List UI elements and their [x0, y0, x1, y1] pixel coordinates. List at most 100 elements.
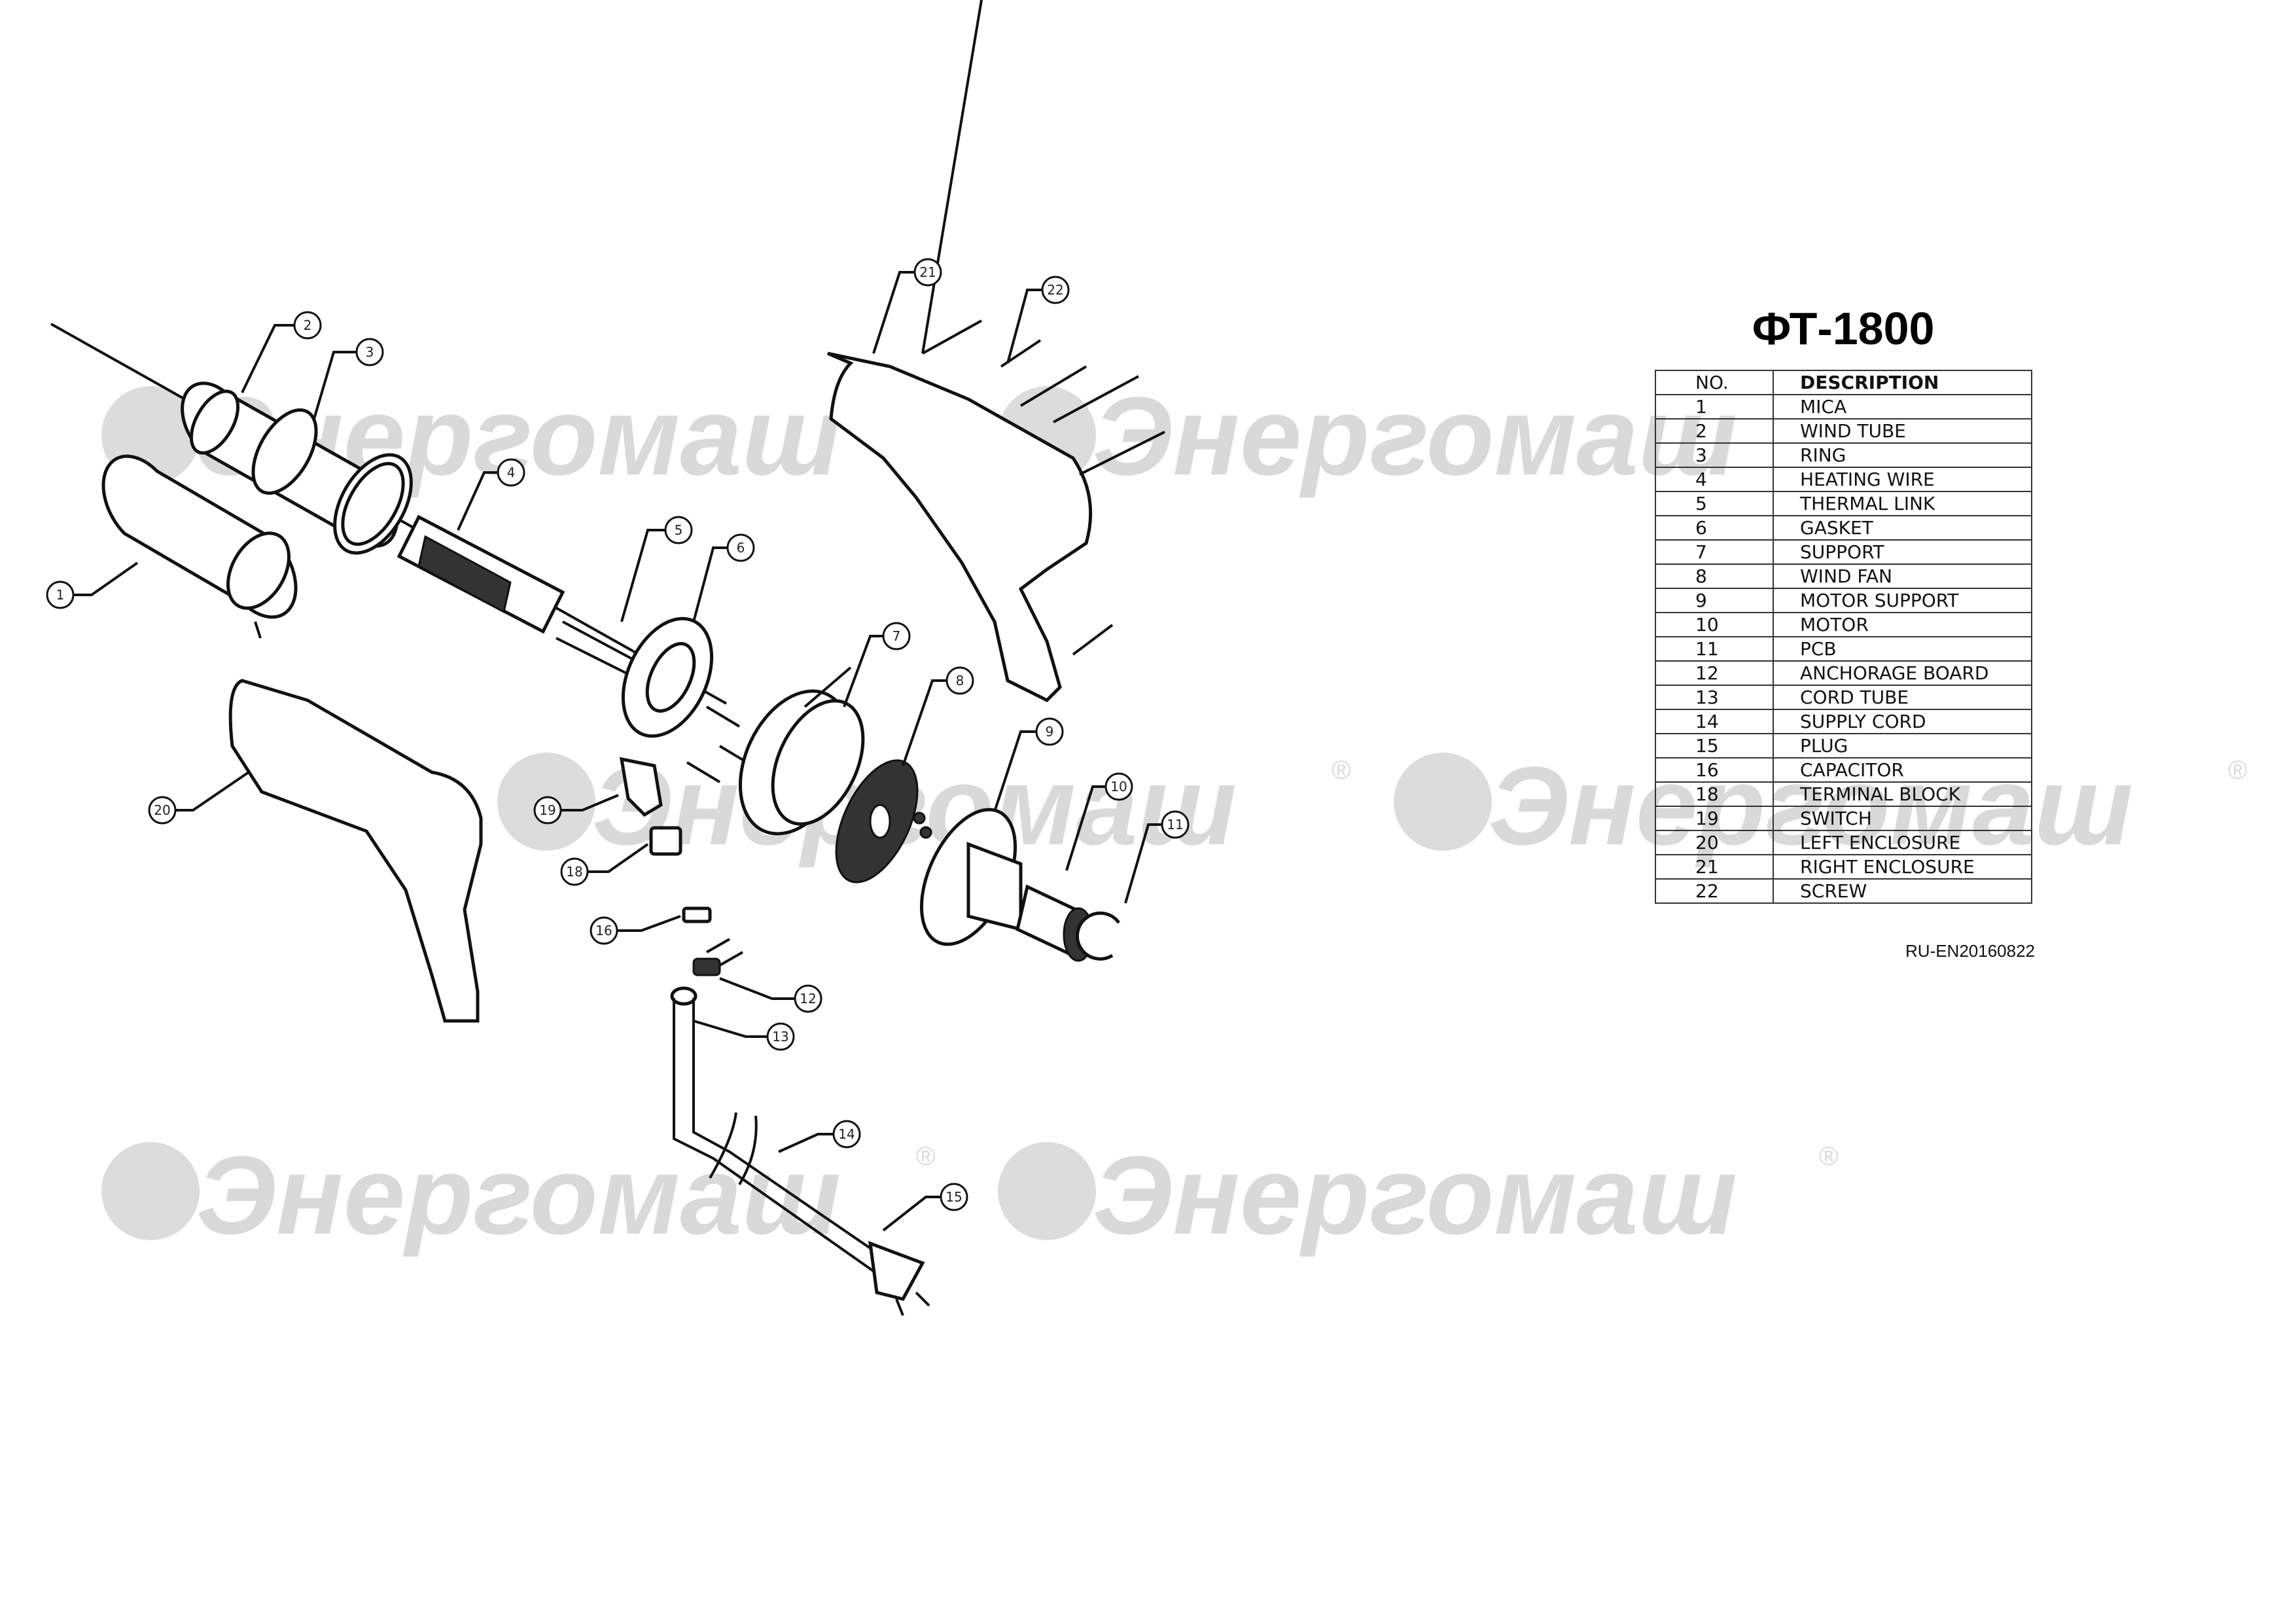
part-description: PCB — [1773, 636, 2032, 662]
part-gasket — [621, 616, 754, 783]
part-description: WIND FAN — [1773, 563, 2032, 589]
part-description: MOTOR — [1773, 612, 2032, 637]
svg-text:1: 1 — [56, 587, 65, 603]
part-mica — [101, 454, 298, 639]
part-number: 16 — [1655, 757, 1774, 783]
watermark: Энергомаш ® — [998, 1133, 1838, 1258]
part-description: WIND TUBE — [1773, 418, 2032, 444]
svg-text:16: 16 — [595, 923, 612, 938]
table-header-row: NO. DESCRIPTION — [1655, 370, 2032, 395]
part-description: SCREW — [1773, 878, 2032, 904]
part-number: 11 — [1655, 636, 1774, 662]
part-description: ANCHORAGE BOARD — [1773, 660, 2032, 686]
svg-text:18: 18 — [566, 864, 582, 880]
callout: 22 — [1041, 276, 1070, 304]
part-number: 3 — [1655, 442, 1774, 468]
callout: 19 — [533, 796, 562, 825]
leader-lines — [73, 271, 1162, 1232]
part-description: GASKET — [1773, 515, 2032, 541]
svg-text:10: 10 — [1110, 779, 1127, 794]
svg-text:2: 2 — [304, 317, 312, 333]
part-description: MOTOR SUPPORT — [1773, 588, 2032, 613]
part-description: CAPACITOR — [1773, 757, 2032, 783]
callout: 21 — [913, 258, 942, 287]
svg-text:13: 13 — [772, 1029, 788, 1044]
callout: 20 — [148, 796, 177, 825]
part-number: 14 — [1655, 709, 1774, 734]
svg-text:9: 9 — [1046, 724, 1054, 740]
part-description: SUPPORT — [1773, 539, 2032, 565]
part-number: 18 — [1655, 781, 1774, 807]
part-switch — [619, 757, 663, 817]
svg-text:5: 5 — [675, 522, 683, 538]
part-number: 1 — [1655, 394, 1774, 419]
part-description: CORD TUBE — [1773, 685, 2032, 710]
part-description: LEFT ENCLOSURE — [1773, 830, 2032, 855]
part-anchorage-board — [692, 938, 743, 976]
svg-text:19: 19 — [539, 802, 556, 818]
part-description: MICA — [1773, 394, 2032, 419]
part-number: 5 — [1655, 491, 1774, 516]
callout: 13 — [766, 1022, 795, 1051]
svg-text:8: 8 — [956, 673, 964, 688]
svg-text:12: 12 — [800, 991, 816, 1007]
part-number: 19 — [1655, 806, 1774, 831]
document-code: RU-EN20160822 — [1905, 941, 2035, 961]
callout: 4 — [497, 458, 525, 487]
svg-text:6: 6 — [737, 540, 745, 556]
part-description: SWITCH — [1773, 806, 2032, 831]
part-heating-wire — [397, 514, 565, 634]
callout: 5 — [664, 516, 693, 544]
part-right-enclosure — [827, 351, 1093, 703]
svg-text:22: 22 — [1047, 282, 1063, 298]
callout: 8 — [945, 666, 974, 695]
part-ring — [251, 408, 413, 555]
callout: 3 — [355, 338, 384, 366]
svg-text:20: 20 — [154, 802, 170, 818]
svg-text:Энергомаш: Энергомаш — [1093, 374, 1737, 499]
part-number: 12 — [1655, 660, 1774, 686]
callout: 7 — [882, 622, 911, 651]
part-pcb — [1076, 911, 1121, 961]
part-number: 21 — [1655, 854, 1774, 880]
part-cord — [670, 986, 908, 1284]
svg-text:®: ® — [2228, 756, 2247, 785]
callout: 6 — [726, 533, 755, 562]
watermark: Энергомаш ® — [101, 1133, 935, 1258]
svg-text:Энергомаш: Энергомаш — [196, 1133, 841, 1258]
svg-text:Энергомаш: Энергомаш — [1093, 1133, 1737, 1258]
svg-text:7: 7 — [892, 628, 901, 644]
callout: 1 — [46, 580, 75, 609]
callout: 2 — [293, 311, 322, 340]
part-number: 13 — [1655, 685, 1774, 710]
part-number: 9 — [1655, 588, 1774, 613]
part-terminal-block — [649, 826, 682, 856]
part-number: 4 — [1655, 467, 1774, 492]
svg-text:®: ® — [1819, 1142, 1838, 1171]
part-description: TERMINAL BLOCK — [1773, 781, 2032, 807]
svg-text:®: ® — [916, 1142, 935, 1171]
svg-text:14: 14 — [838, 1126, 855, 1142]
svg-text:®: ® — [1332, 756, 1351, 785]
header-description: DESCRIPTION — [1773, 370, 2032, 395]
svg-text:21: 21 — [919, 264, 936, 280]
part-left-enclosure — [228, 679, 483, 1023]
part-description: RING — [1773, 442, 2032, 468]
callout: 12 — [794, 984, 822, 1013]
